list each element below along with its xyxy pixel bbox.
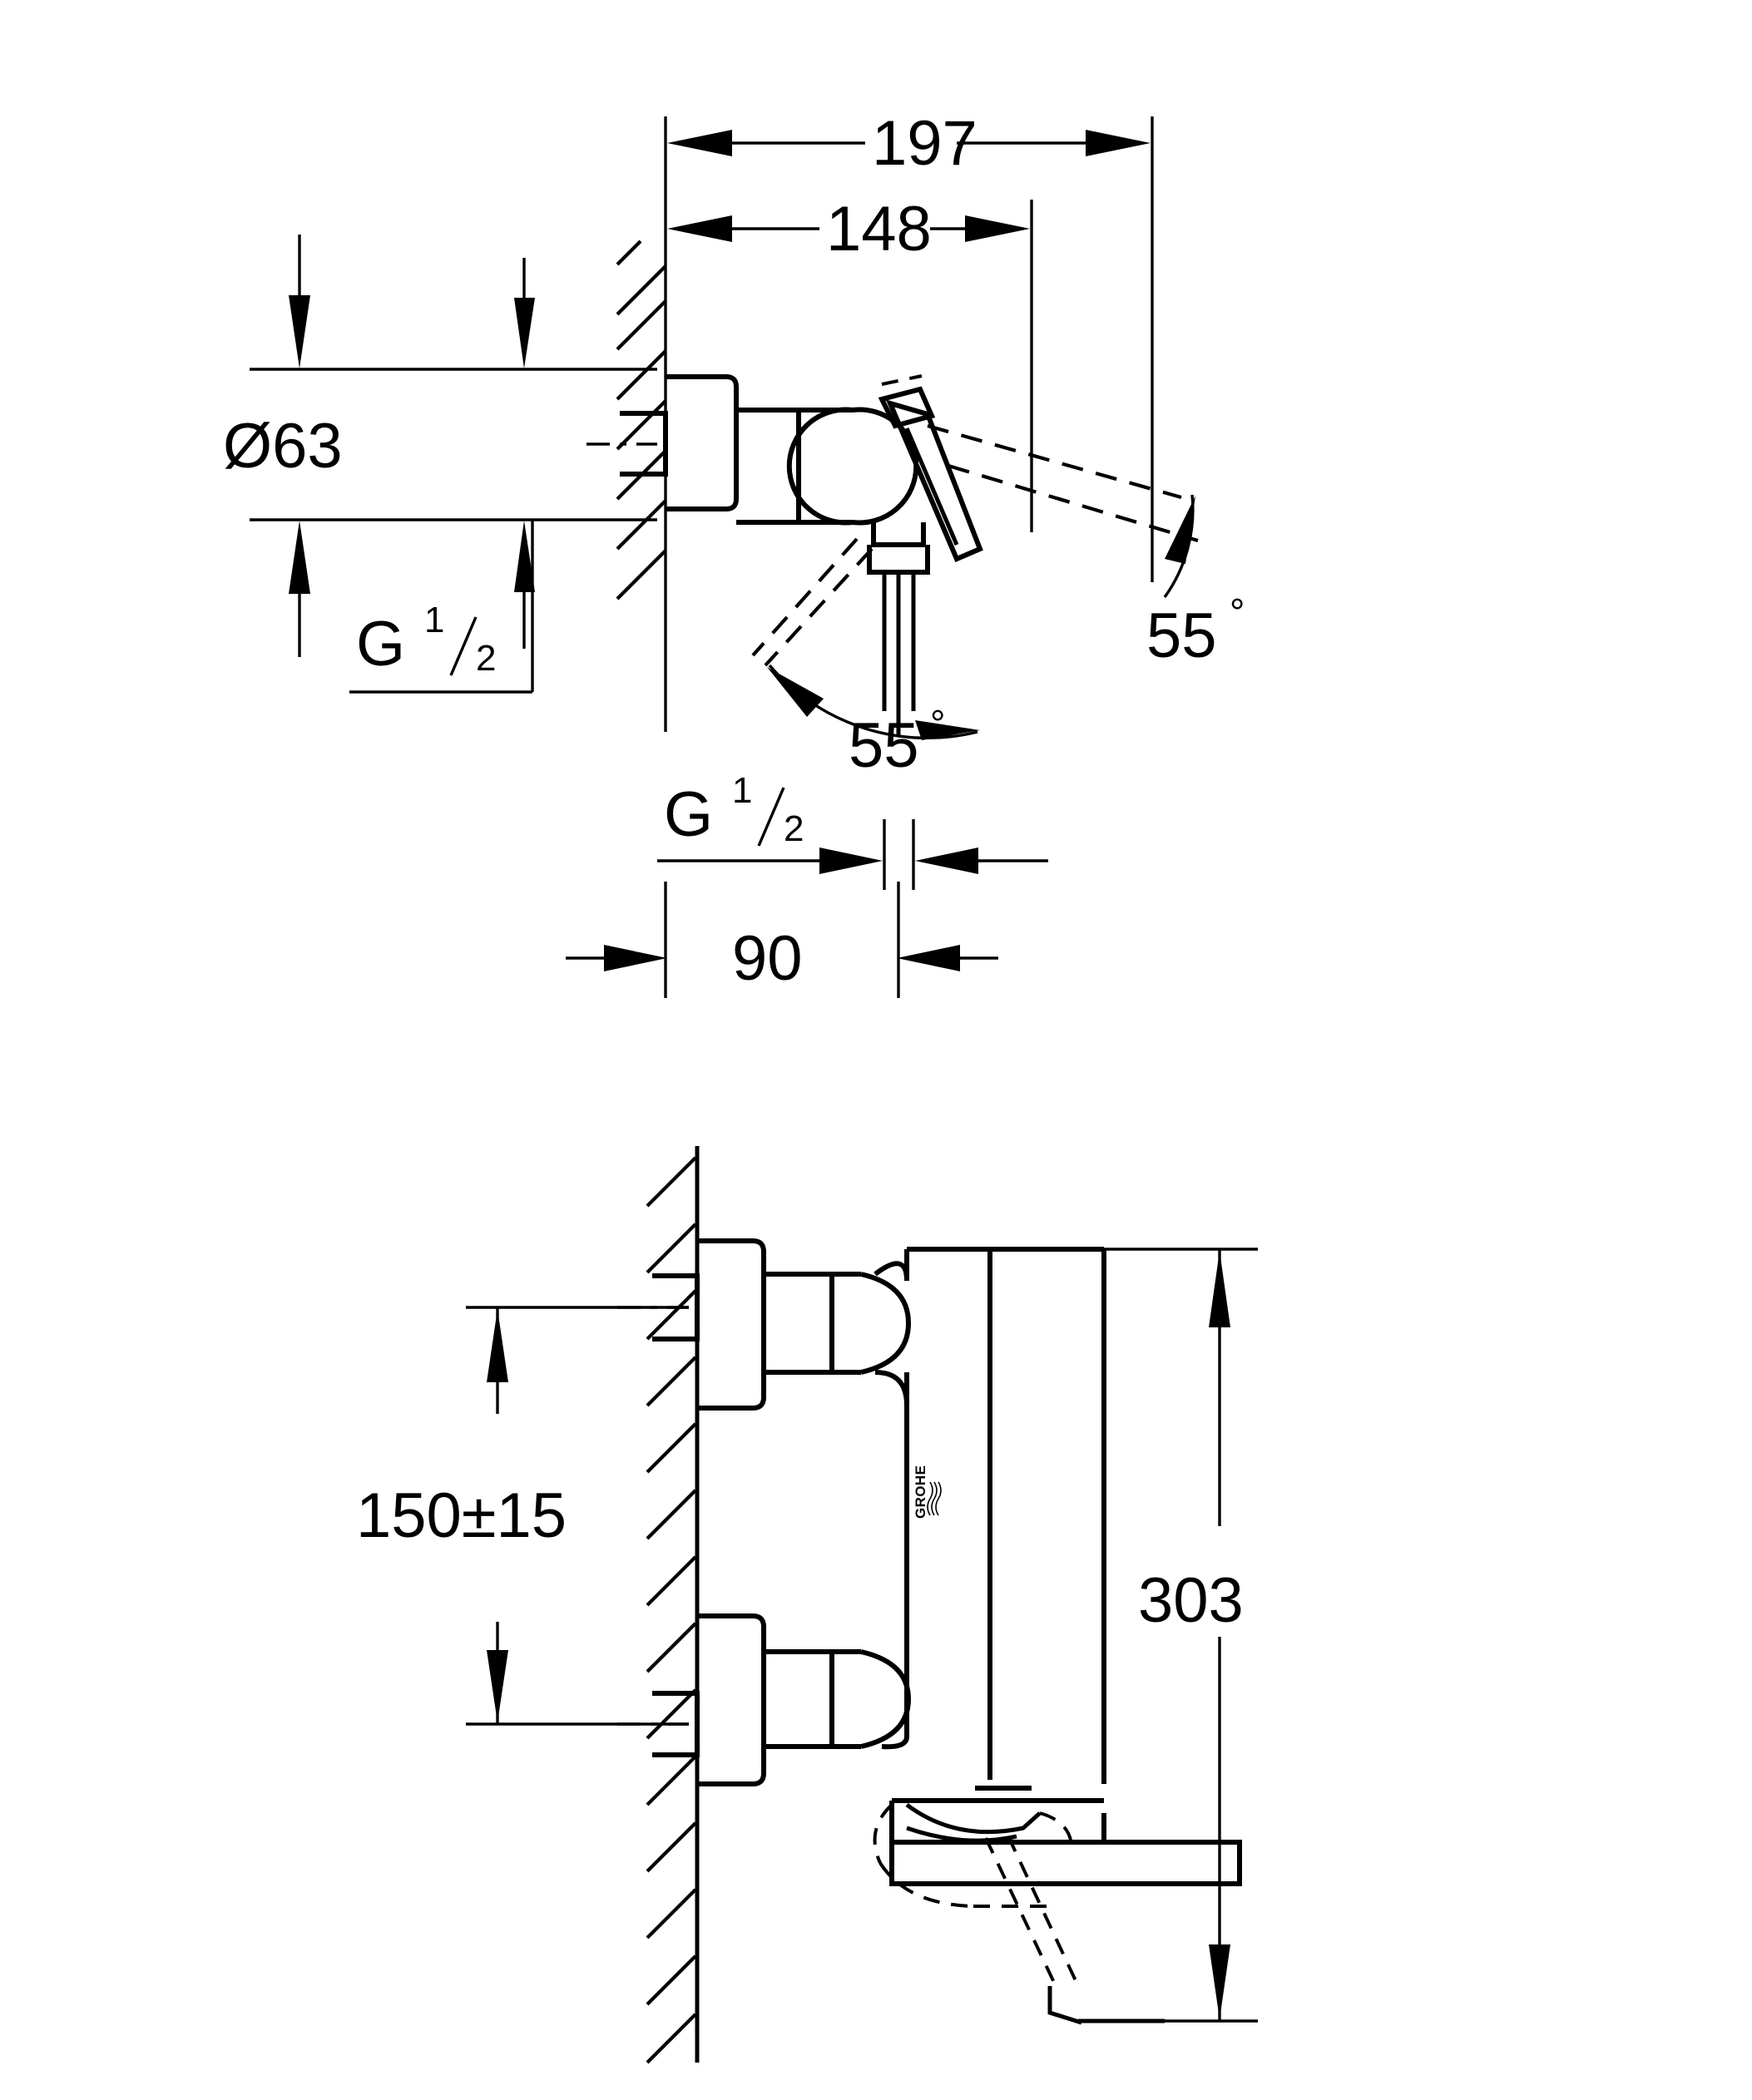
outlet-tube-phantom <box>984 1836 1080 1989</box>
thread-callout-bottom-letter: G <box>664 779 713 850</box>
thread-callout-bottom-numerator: 1 <box>732 770 752 811</box>
dimension-150-plusminus-15: 150±15 <box>356 1306 689 1726</box>
handle-pivot-cap-top <box>878 386 936 429</box>
outlet-neck-top-view <box>871 522 926 547</box>
dim-303-label: 303 <box>1138 1565 1244 1636</box>
escutcheon-top-view <box>666 374 739 511</box>
bottom-view-group: GROHE <box>356 1146 1258 2064</box>
lower-connector-dome <box>860 1649 912 1749</box>
handle-lever-inner-edge <box>904 427 959 546</box>
dim-90-label: 90 <box>732 923 803 994</box>
handle-phantom-up-position <box>927 423 1199 543</box>
thread-callout-top-denominator: 2 <box>476 638 496 679</box>
outlet-collar-top-view <box>867 545 930 575</box>
grohe-wave-1 <box>927 1481 933 1516</box>
dim-148-label: 148 <box>826 194 932 264</box>
outlet-tube-end <box>1047 1986 1082 2025</box>
handle-curve-highlight-2 <box>906 1826 1017 1843</box>
handle-lever-arm-bottom-view <box>889 1840 1242 1886</box>
angle-55-left: 55 ° <box>767 664 980 781</box>
dimension-197: 197 <box>667 108 1151 179</box>
body-lower-inner-fillet <box>881 1736 909 1750</box>
thread-callout-g-half-top: G 1 2 <box>349 520 534 694</box>
handle-phantom-left-position <box>751 537 874 667</box>
grohe-wave-3 <box>935 1481 942 1516</box>
wall-union-nut-upper <box>652 1273 700 1342</box>
dim-197-label: 197 <box>872 108 977 179</box>
angle-55-left-degree: ° <box>930 702 945 745</box>
wall-union-nut-top <box>620 411 668 477</box>
wall-hatching-top <box>616 240 667 600</box>
dimension-303: 303 <box>1081 1248 1258 2023</box>
angle-55-left-value: 55 <box>849 710 919 781</box>
cartridge-dome-top <box>786 407 919 526</box>
escutcheon-lower-bottom-view <box>697 1613 766 1786</box>
top-view-group: 197 148 <box>223 108 1245 998</box>
thread-callout-bottom-denominator: 2 <box>784 808 804 849</box>
angle-55-right-degree: ° <box>1230 590 1245 634</box>
angle-55-right-value: 55 <box>1146 600 1217 671</box>
body-upper-inner-fillet <box>874 1370 909 1406</box>
thread-callout-g-half-bottom: G 1 2 <box>657 770 1048 890</box>
handle-phantom-bottom-view <box>873 1803 1073 1908</box>
angle-55-right: 55 ° <box>1146 494 1245 671</box>
handle-phantom-up-cap <box>881 374 923 386</box>
dimension-90: 90 <box>566 882 998 998</box>
thread-callout-top-letter: G <box>356 609 405 679</box>
grohe-wave-2 <box>931 1481 938 1516</box>
dimension-diameter-63: Ø63 <box>223 235 657 657</box>
grohe-logo: GROHE <box>913 1465 942 1519</box>
upper-connector-dome <box>860 1272 912 1375</box>
body-upper-fillet <box>874 1249 909 1282</box>
handle-curve-highlight <box>905 1802 1042 1835</box>
handle-block-outline <box>889 1801 1106 1845</box>
wall-hatching-bottom <box>646 1156 697 2064</box>
wall-union-nut-lower <box>652 1691 700 1757</box>
grohe-logo-text: GROHE <box>913 1465 928 1519</box>
dim-150-label: 150±15 <box>356 1480 567 1551</box>
dim-diameter-63-label: Ø63 <box>223 411 343 482</box>
handle-lever-top-view <box>885 399 983 562</box>
thread-callout-top-numerator: 1 <box>424 600 444 640</box>
escutcheon-upper-bottom-view <box>697 1238 766 1411</box>
dimension-148: 148 <box>667 194 1030 264</box>
